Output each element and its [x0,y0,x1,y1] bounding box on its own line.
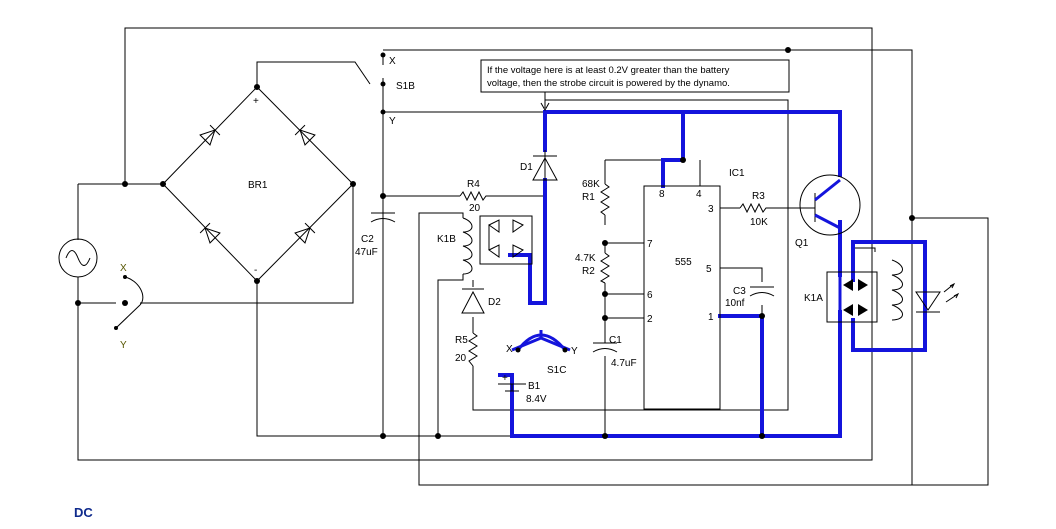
label-ic1: IC1 [729,168,745,179]
footer-label: DC [74,505,93,520]
label-minus: - [254,265,257,276]
note-line-1: If the voltage here is at least 0.2V gre… [487,65,730,76]
note-line-2: voltage, then the strobe circuit is powe… [487,78,730,89]
label-r5: R5 [455,335,468,346]
label-c1-value: 4.7uF [611,358,637,369]
label-c2-value: 47uF [355,247,378,258]
ac-source [58,238,98,278]
label-d1: D1 [520,162,533,173]
label-x-top: X [389,56,396,67]
label-pin3: 3 [708,204,714,215]
label-c3: C3 [733,286,746,297]
switch-s1b: X S1B Y [389,56,415,127]
label-q1: Q1 [795,238,809,249]
label-pin1: 1 [708,312,714,323]
capacitor-c2: C2 47uF [355,212,396,258]
transistor-q1: Q1 [795,174,861,249]
label-pin2: 2 [647,314,653,325]
capacitor-c1: C1 4.7uF [592,335,637,369]
label-pin6: 6 [647,290,653,301]
relay-k1a: K1A [804,259,903,323]
resistor-r2: 4.7K R2 [575,252,610,284]
label-r1: R1 [582,192,595,203]
label-b1-value: 8.4V [526,394,547,405]
capacitor-c3: C3 10nf [725,286,775,309]
label-r3: R3 [752,191,765,202]
bridge-rectifier-br1: BR1 + - [162,86,354,282]
label-pin5: 5 [706,264,712,275]
label-pin8: 8 [659,189,665,200]
ic-555: IC1 555 8 4 3 7 5 6 2 1 [643,168,745,410]
resistor-r4: R4 20 [459,179,488,214]
label-r2: R2 [582,266,595,277]
diode-d1: D1 [520,150,558,181]
label-pin7: 7 [647,239,653,250]
battery-plus-sign: + [502,373,508,384]
label-r1-value: 68K [582,179,600,190]
junction-dots [75,47,915,439]
label-x-s1c: X [506,344,513,355]
label-r3-value: 10K [750,217,768,228]
label-c3-value: 10nf [725,298,745,309]
label-r4: R4 [467,179,480,190]
label-r4-value: 20 [469,203,481,214]
label-ic-name: 555 [675,257,692,268]
label-br1: BR1 [248,180,268,191]
label-r5-value: 20 [455,353,467,364]
highlighted-wires [498,110,927,438]
resistor-r5: R5 20 [455,332,478,367]
label-y-s1c: Y [571,346,578,357]
label-b1: B1 [528,381,541,392]
resistor-r1: 68K R1 [582,179,610,216]
label-y-left: Y [120,340,127,351]
battery-b1: + B1 8.4V [498,373,547,405]
label-x-left: X [120,263,127,274]
switch-s1a: X Y [114,263,144,351]
label-k1b: K1B [437,234,456,245]
diode-d2: D2 [461,288,501,314]
resistor-r3: R3 10K [739,191,768,228]
relay-contacts-k1b [479,215,533,265]
label-pin4: 4 [696,189,702,200]
annotation-note: If the voltage here is at least 0.2V gre… [480,59,790,112]
label-r2-value: 4.7K [575,253,596,264]
label-plus: + [253,96,259,107]
switch-s1c: X Y S1C [506,330,578,376]
label-c1: C1 [609,335,622,346]
relay-coil-k1b: K1B [437,217,473,275]
label-s1c: S1C [547,365,566,376]
label-c2: C2 [361,234,374,245]
label-k1a: K1A [804,293,823,304]
label-d2: D2 [488,297,501,308]
label-y-top: Y [389,116,396,127]
label-s1b: S1B [396,81,415,92]
led [915,282,960,313]
